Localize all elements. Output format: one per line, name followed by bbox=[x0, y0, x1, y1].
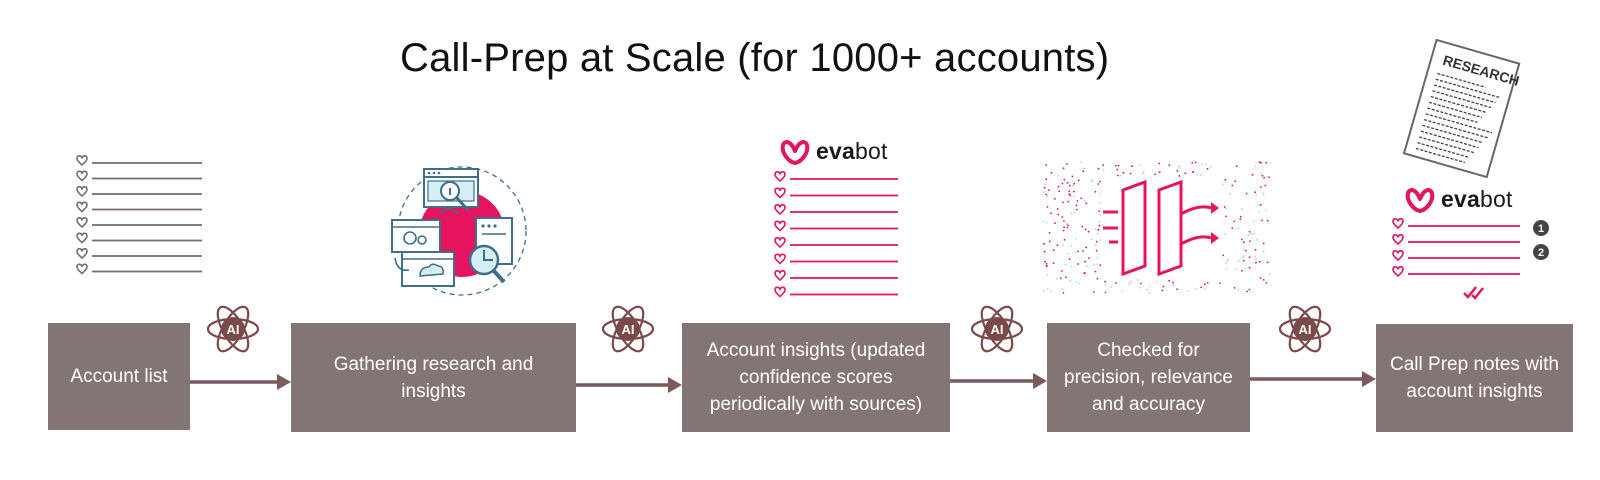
ai-atom-icon-1: AI bbox=[206, 302, 260, 356]
flow-arrow bbox=[576, 377, 682, 393]
call-prep-notes-icon: 1 2 bbox=[1392, 218, 1572, 308]
checklist-row bbox=[1392, 250, 1520, 261]
checklist-row bbox=[774, 220, 898, 232]
checklist-row bbox=[774, 270, 898, 281]
logo-regular-text: bot bbox=[854, 138, 888, 164]
checklist-row bbox=[1392, 234, 1520, 245]
filter-illustration-icon bbox=[1042, 161, 1273, 297]
step-account-insights: Account insights (updated confidence sco… bbox=[682, 323, 950, 432]
ai-label: AI bbox=[227, 322, 240, 337]
flow-arrow bbox=[1250, 371, 1376, 387]
double-check-icon bbox=[1463, 286, 1484, 300]
page-title: Call-Prep at Scale (for 1000+ accounts) bbox=[400, 36, 1110, 80]
checklist-row bbox=[774, 187, 898, 199]
flow-arrow bbox=[190, 374, 291, 390]
insights-list-icon bbox=[774, 171, 904, 312]
account-list-icon bbox=[76, 155, 206, 286]
checklist-row bbox=[76, 170, 202, 182]
checklist-row bbox=[774, 204, 898, 215]
checklist-row bbox=[774, 253, 898, 265]
checklist-row bbox=[76, 186, 202, 197]
checklist-row bbox=[774, 286, 898, 298]
logo-regular-text-2: bot bbox=[1479, 186, 1513, 212]
checklist-row bbox=[76, 217, 202, 228]
checklist-row bbox=[76, 263, 202, 275]
step-call-prep-notes: Call Prep notes with account insights bbox=[1376, 324, 1573, 432]
checklist-row bbox=[1392, 266, 1520, 277]
checklist-row bbox=[774, 171, 898, 182]
ai-label: AI bbox=[1299, 322, 1312, 337]
ai-atom-icon-3: AI bbox=[970, 302, 1024, 356]
checklist-row bbox=[76, 248, 202, 259]
checklist-row bbox=[774, 237, 898, 248]
ai-label: AI bbox=[622, 322, 635, 337]
checklist-row bbox=[76, 232, 202, 244]
research-illustration-icon bbox=[391, 166, 532, 296]
step-checked-precision: Checked for precision, relevance and acc… bbox=[1047, 323, 1250, 432]
logo-bold-text-2: eva bbox=[1441, 186, 1480, 212]
rank-2-text: 2 bbox=[1538, 247, 1544, 259]
rank-1-text: 1 bbox=[1538, 223, 1544, 235]
step-account-list: Account list bbox=[48, 323, 190, 430]
evabot-logo-icon bbox=[780, 139, 810, 165]
research-document-icon: RESEARCH bbox=[1396, 38, 1526, 180]
ai-atom-icon-2: AI bbox=[601, 302, 655, 356]
logo-bold-text: eva bbox=[816, 138, 855, 164]
checklist-row bbox=[1392, 218, 1520, 229]
evabot-logo: evabot bbox=[780, 138, 888, 165]
evabot-logo-2: evabot bbox=[1405, 186, 1513, 213]
checklist-row bbox=[76, 155, 202, 166]
checklist-row bbox=[76, 201, 202, 213]
flow-arrow bbox=[950, 373, 1047, 389]
ai-label: AI bbox=[991, 322, 1004, 337]
rank-badge-2: 2 bbox=[1533, 244, 1549, 260]
step-gathering-research: Gathering research and insights bbox=[291, 323, 576, 432]
rank-badge-1: 1 bbox=[1533, 220, 1549, 236]
ai-atom-icon-4: AI bbox=[1278, 302, 1332, 356]
evabot-logo-icon bbox=[1405, 187, 1435, 213]
